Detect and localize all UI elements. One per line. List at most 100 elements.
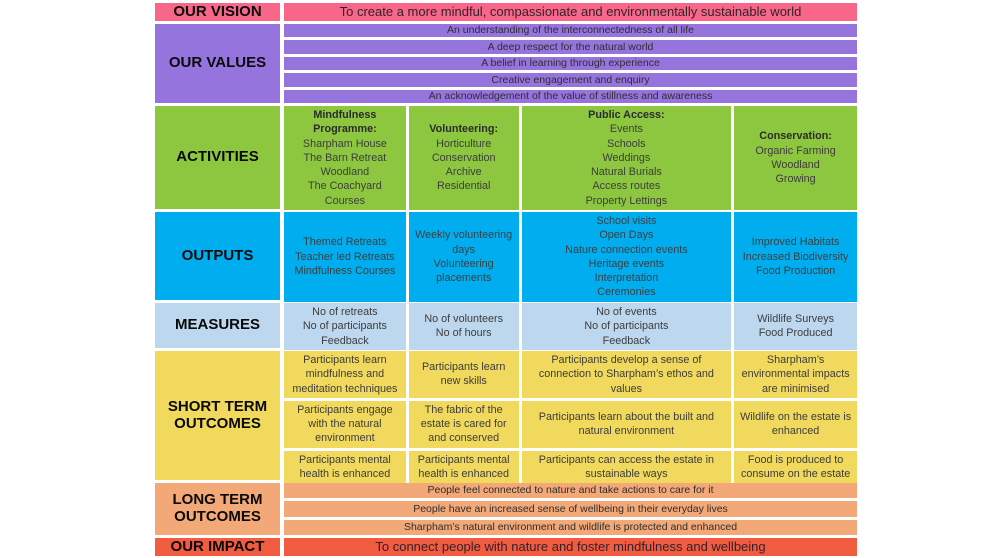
- activities-item: Conservation: [431, 151, 496, 164]
- measures-item: No of hours: [435, 327, 492, 340]
- activities-content: Mindfulness Programme: Sharpham House Th…: [284, 106, 857, 210]
- measures-cell-public-access: No of events No of participants Feedback: [521, 303, 732, 350]
- outputs-item: Themed Retreats: [303, 236, 387, 249]
- row-activities: ACTIVITIES Mindfulness Programme: Sharph…: [155, 106, 857, 210]
- short-term-cell: Participants learn mindfulness and medit…: [284, 351, 406, 398]
- activities-item: Events: [609, 123, 643, 136]
- outputs-item: Teacher led Retreats: [295, 250, 395, 263]
- outputs-item: Food Production: [755, 264, 836, 277]
- measures-item: Feedback: [321, 334, 369, 347]
- outputs-cell-mindfulness: Themed Retreats Teacher led Retreats Min…: [284, 212, 406, 302]
- value-bar: A belief in learning through experience: [284, 56, 857, 71]
- activities-item: Schools: [607, 137, 646, 150]
- impact-content: To connect people with nature and foster…: [284, 538, 857, 556]
- activities-item: Natural Burials: [590, 166, 662, 178]
- short-term-cell: Participants learn new skills: [408, 351, 519, 398]
- values-content: An understanding of the interconnectedne…: [284, 24, 857, 104]
- activities-cell-conservation: Conservation: Organic Farming Woodland G…: [734, 106, 857, 210]
- short-term-cell: The fabric of the estate is cared for an…: [408, 400, 519, 448]
- long-term-bar: People feel connected to nature and take…: [284, 483, 857, 499]
- activities-item: The Barn Retreat: [303, 151, 387, 164]
- activities-item: Residential: [436, 180, 491, 193]
- outputs-item: Heritage events: [588, 257, 665, 270]
- outputs-item: Open Days: [599, 229, 654, 242]
- outputs-cell-volunteering: Weekly volunteering days Volunteering pl…: [408, 212, 519, 302]
- measures-item: Feedback: [602, 334, 651, 347]
- row-long-term-outcomes: LONG TERM OUTCOMES People feel connected…: [155, 483, 857, 535]
- measures-cell-mindfulness: No of retreats No of participants Feedba…: [284, 303, 406, 350]
- short-term-cell: Participants can access the estate in su…: [521, 450, 732, 483]
- row-short-term-outcomes: SHORT TERM OUTCOMES Participants learn m…: [155, 351, 857, 483]
- measures-item: No of volunteers: [424, 313, 503, 326]
- activities-cell-volunteering: Volunteering: Horticulture Conservation …: [408, 106, 519, 210]
- measures-cell-volunteering: No of volunteers No of hours: [408, 303, 519, 350]
- activities-item: Archive: [445, 166, 482, 178]
- outputs-item: Interpretation: [594, 272, 659, 284]
- activities-heading: Mindfulness Programme:: [313, 109, 377, 136]
- activities-item: Woodland: [320, 166, 370, 178]
- row-impact: OUR IMPACT To connect people with nature…: [155, 538, 857, 556]
- activities-heading: Conservation:: [759, 130, 832, 143]
- row-measures: MEASURES No of retreats No of participan…: [155, 303, 857, 350]
- short-term-cell: Participants engage with the natural env…: [284, 400, 406, 448]
- activities-item: Sharpham House: [302, 137, 387, 150]
- short-term-cell: Sharpham’s environmental impacts are min…: [734, 351, 857, 398]
- measures-item: No of events: [596, 306, 657, 318]
- row-label-activities: ACTIVITIES: [155, 106, 280, 209]
- activities-item: Access routes: [592, 180, 661, 193]
- activities-heading: Public Access:: [588, 109, 665, 121]
- value-bar: A deep respect for the natural world: [284, 40, 857, 54]
- measures-item: No of participants: [584, 320, 669, 333]
- activities-cell-public-access: Public Access: Events Schools Weddings N…: [521, 106, 732, 210]
- row-vision: OUR VISION To create a more mindful, com…: [155, 3, 857, 21]
- activities-item: The Coachyard: [307, 180, 382, 193]
- row-outputs: OUTPUTS Themed Retreats Teacher led Retr…: [155, 212, 857, 302]
- long-term-content: People feel connected to nature and take…: [284, 483, 857, 535]
- row-values: OUR VALUES An understanding of the inter…: [155, 24, 857, 104]
- short-term-cell: Participants mental health is enhanced: [408, 450, 519, 483]
- logic-model-table: OUR VISION To create a more mindful, com…: [155, 3, 857, 556]
- row-label-long-term-outcomes: LONG TERM OUTCOMES: [155, 483, 280, 535]
- row-label-values: OUR VALUES: [155, 24, 280, 103]
- outputs-item: Mindfulness Courses: [294, 264, 396, 277]
- outputs-item: Weekly volunteering days: [415, 229, 513, 256]
- activities-item: Growing: [775, 173, 816, 186]
- vision-content: To create a more mindful, compassionate …: [284, 3, 857, 21]
- value-bar: Creative engagement and enquiry: [284, 73, 857, 87]
- outputs-item: Improved Habitats: [751, 236, 840, 249]
- activities-item: Horticulture: [436, 137, 492, 150]
- measures-item: No of participants: [302, 320, 387, 333]
- outputs-item: Nature connection events: [565, 243, 688, 256]
- row-label-vision: OUR VISION: [155, 3, 280, 21]
- outputs-cell-public-access: School visits Open Days Nature connectio…: [521, 212, 732, 302]
- vision-statement: To create a more mindful, compassionate …: [284, 3, 857, 21]
- measures-item: Food Produced: [758, 327, 833, 340]
- outputs-content: Themed Retreats Teacher led Retreats Min…: [284, 212, 857, 302]
- long-term-bar: Sharpham’s natural environment and wildl…: [284, 519, 857, 535]
- activities-item: Courses: [324, 194, 365, 207]
- activities-item: Organic Farming: [755, 144, 836, 157]
- impact-statement: To connect people with nature and foster…: [284, 538, 857, 556]
- row-label-short-term-outcomes: SHORT TERM OUTCOMES: [155, 351, 280, 480]
- short-term-cell: Participants mental health is enhanced: [284, 450, 406, 483]
- measures-cell-conservation: Wildlife Surveys Food Produced: [734, 303, 857, 350]
- value-bar: An understanding of the interconnectedne…: [284, 24, 857, 38]
- value-bar: An acknowledgement of the value of still…: [284, 89, 857, 104]
- activities-item: Weddings: [602, 151, 651, 164]
- short-term-cell: Food is produced to consume on the estat…: [734, 450, 857, 483]
- outputs-item: Volunteering placements: [433, 257, 494, 284]
- short-term-cell: Participants develop a sense of connecti…: [521, 351, 732, 398]
- short-term-cell: Participants learn about the built and n…: [521, 400, 732, 448]
- short-term-cell: Wildlife on the estate is enhanced: [734, 400, 857, 448]
- activities-heading: Volunteering:: [429, 123, 499, 136]
- outputs-item: Ceremonies: [597, 286, 656, 299]
- short-term-content: Participants learn mindfulness and medit…: [284, 351, 857, 483]
- measures-content: No of retreats No of participants Feedba…: [284, 303, 857, 350]
- activities-item: Property Lettings: [585, 194, 668, 207]
- long-term-bar: People have an increased sense of wellbe…: [284, 501, 857, 517]
- activities-item: Woodland: [771, 158, 820, 171]
- row-label-measures: MEASURES: [155, 303, 280, 348]
- outputs-item: School visits: [596, 215, 657, 227]
- row-label-impact: OUR IMPACT: [155, 538, 280, 556]
